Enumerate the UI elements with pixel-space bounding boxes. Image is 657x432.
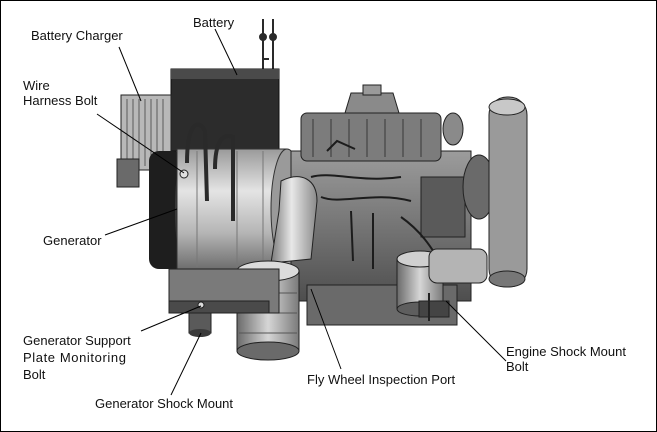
label-engine-shock-mount-bolt: Engine Shock Mount Bolt xyxy=(506,344,626,374)
label-gen-support-line3: Bolt xyxy=(23,367,46,382)
label-fly-wheel-text: Fly Wheel Inspection Port xyxy=(307,372,456,387)
label-gen-support-plate-bolt: Generator Support Plate Monitoring Bolt xyxy=(23,332,131,383)
label-wire-harness-line2: Harness Bolt xyxy=(23,93,98,108)
leader-engine-shock xyxy=(445,300,507,362)
label-engine-shock-line2: Bolt xyxy=(506,359,529,374)
exhaust-elbow xyxy=(270,176,318,264)
label-generator-text: Generator xyxy=(43,233,102,248)
leader-gen-shock-mount xyxy=(170,332,202,396)
label-gen-support-line1: Generator Support xyxy=(23,333,131,348)
label-gen-support-line2: Plate Monitoring xyxy=(23,350,127,365)
label-battery-text: Battery xyxy=(193,15,235,30)
label-generator: Generator xyxy=(43,233,102,248)
generator-support-plate xyxy=(168,268,280,337)
engine-pulley xyxy=(442,96,528,288)
label-battery-charger: Battery Charger xyxy=(31,28,123,43)
label-generator-shock-mount-text: Generator Shock Mount xyxy=(95,396,234,411)
leader-battery xyxy=(214,28,238,76)
leader-lines xyxy=(96,28,507,396)
label-wire-harness-line1: Wire xyxy=(23,78,50,93)
leader-wire-harness xyxy=(96,113,185,174)
label-battery-charger-text: Battery Charger xyxy=(31,28,123,43)
leader-gen-support xyxy=(140,305,202,332)
label-wire-harness-bolt: Wire Harness Bolt xyxy=(23,78,97,108)
label-generator-shock-mount: Generator Shock Mount xyxy=(95,396,233,411)
label-engine-shock-line1: Engine Shock Mount xyxy=(506,344,626,359)
leader-fly-wheel xyxy=(310,288,342,370)
label-fly-wheel-inspection-port: Fly Wheel Inspection Port xyxy=(307,372,455,387)
leader-battery-charger xyxy=(118,46,142,102)
label-battery: Battery xyxy=(193,15,234,30)
leader-generator xyxy=(104,208,178,236)
engine-shock-mount-shape xyxy=(418,293,450,321)
